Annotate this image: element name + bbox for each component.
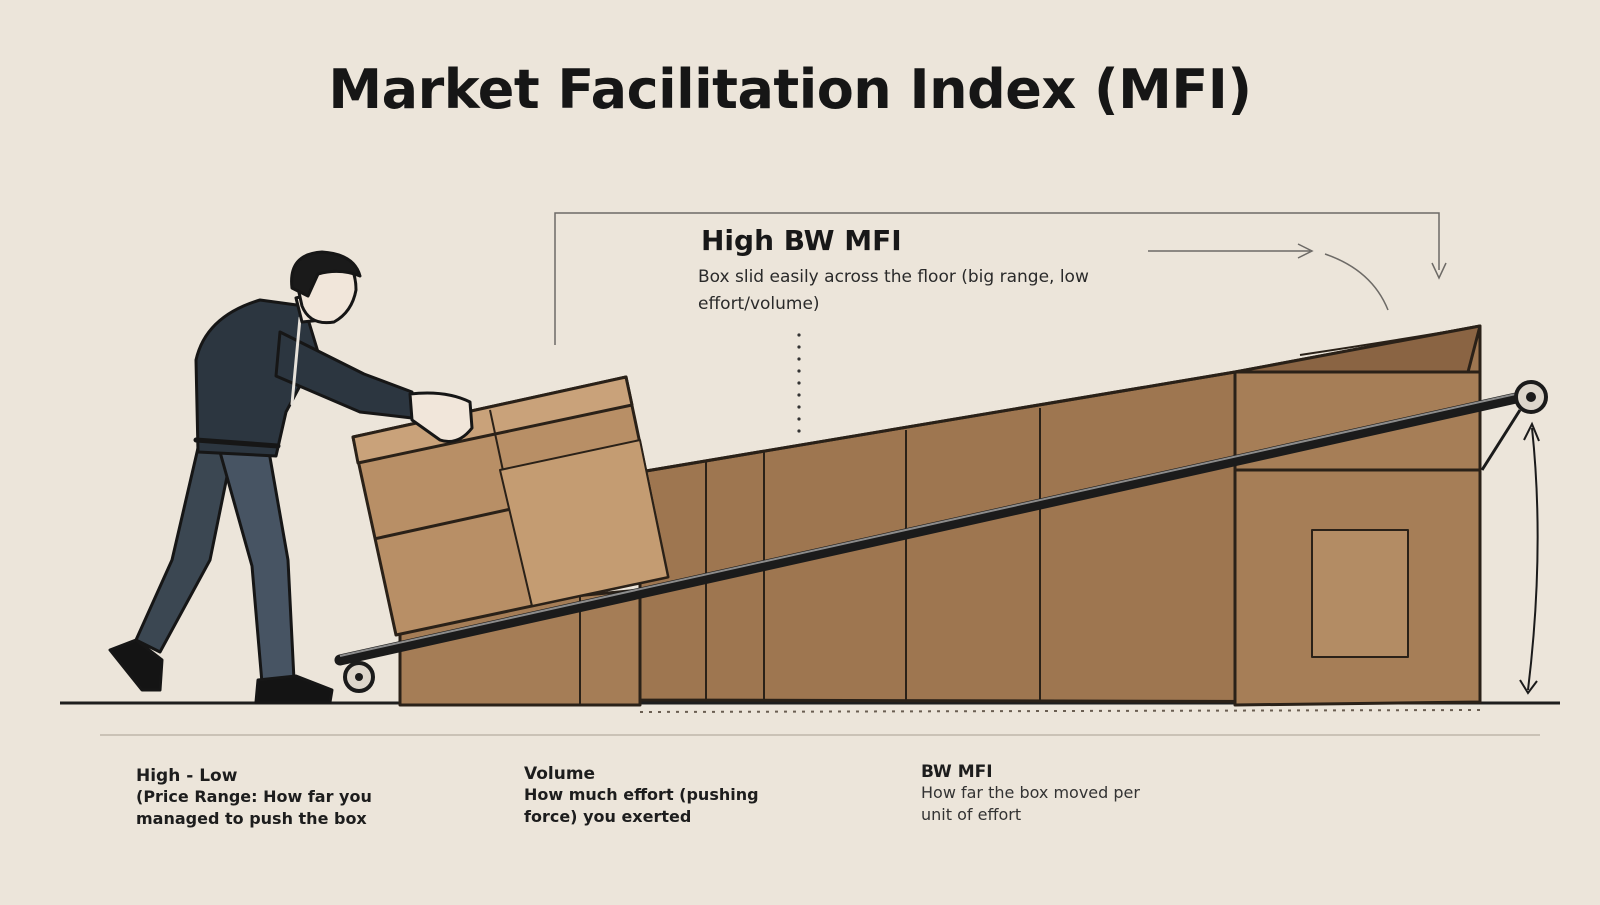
callout-bracket xyxy=(554,212,1447,345)
label-high-low: High - Low (Price Range: How far you man… xyxy=(136,766,396,830)
label-high-low-head: High - Low xyxy=(136,766,238,786)
page-title: Market Facilitation Index (MFI) xyxy=(328,58,1252,121)
label-bw-mfi-head: BW MFI xyxy=(921,762,993,782)
label-volume-body: How much effort (pushing force) you exer… xyxy=(524,785,759,826)
dotted-pointer xyxy=(797,333,801,433)
long-crate xyxy=(638,324,1482,707)
height-arrow xyxy=(1519,421,1540,695)
label-volume: Volume How much effort (pushing force) y… xyxy=(524,764,784,828)
push-bar xyxy=(334,380,1548,693)
callout-title: High BW MFI xyxy=(701,224,902,257)
callout-description: Box slid easily across the floor (big ra… xyxy=(698,267,1089,314)
man-figure xyxy=(108,250,474,704)
ground-line xyxy=(60,701,1560,736)
label-bw-mfi: BW MFI How far the box moved per unit of… xyxy=(921,762,1171,826)
label-bw-mfi-body: How far the box moved per unit of effort xyxy=(921,783,1140,824)
label-high-low-body: (Price Range: How far you managed to pus… xyxy=(136,787,372,828)
label-volume-head: Volume xyxy=(524,764,596,784)
tilted-box xyxy=(351,375,670,637)
